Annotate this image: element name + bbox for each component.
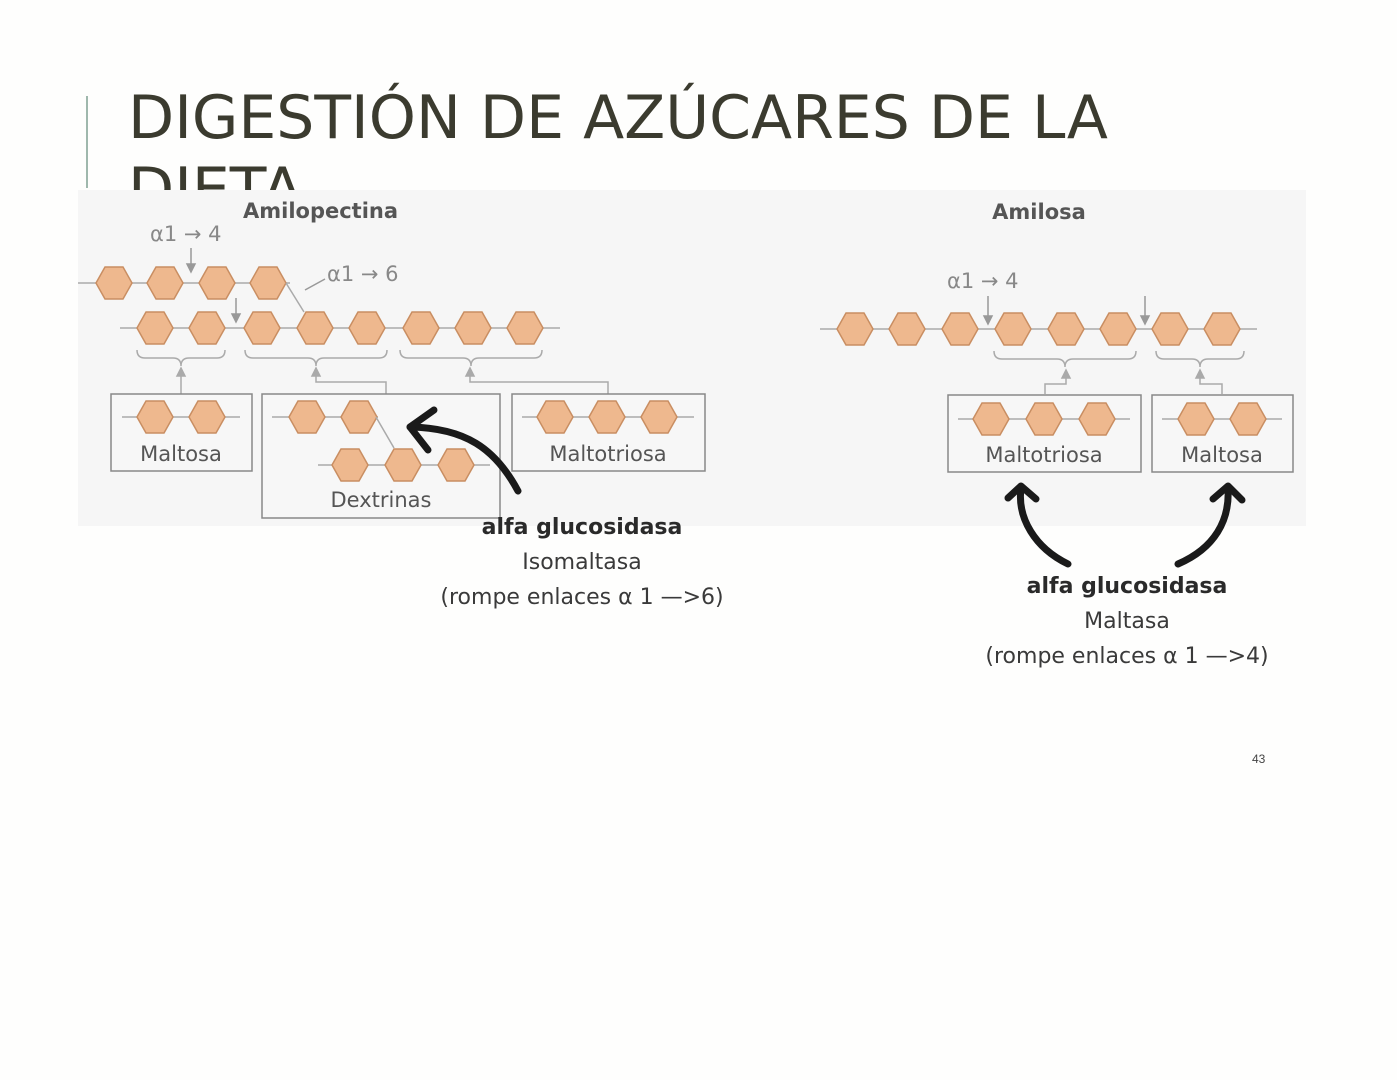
maltasa-caption: alfa glucosidasa Maltasa (rompe enlaces …	[957, 569, 1297, 674]
right-maltotriosa-label: Maltotriosa	[985, 443, 1102, 467]
slide-title: DIGESTIÓN DE AZÚCARES DE LA DIETA	[128, 83, 1108, 190]
isomaltasa-detail: (rompe enlaces α 1 —>6)	[440, 585, 724, 610]
dextrinas-label: Dextrinas	[331, 488, 432, 512]
maltasa-arrow-left	[1004, 482, 1072, 568]
amilopectina-main-chain	[120, 311, 560, 345]
maltasa-arrow-right	[1174, 482, 1246, 568]
left-maltotriosa-label: Maltotriosa	[549, 442, 666, 466]
left-braces	[136, 349, 543, 367]
isomaltasa-arrow	[406, 406, 522, 495]
amilosa-chain	[820, 312, 1257, 346]
right-bond-label-1-4: α1 → 4	[947, 269, 1019, 293]
left-enzyme-label: alfa glucosidasa	[481, 515, 683, 540]
amilosa-title: Amilosa	[992, 200, 1086, 224]
isomaltasa-caption: alfa glucosidasa Isomaltasa (rompe enlac…	[412, 510, 752, 615]
maltasa-detail: (rompe enlaces α 1 —>4)	[985, 644, 1269, 669]
bond-label-1-6: α1 → 6	[327, 262, 399, 286]
left-bond-label-1-4: α1 → 4	[150, 222, 222, 246]
right-enzyme-label: alfa glucosidasa	[1026, 574, 1228, 599]
left-maltosa-box: Maltosa	[110, 393, 253, 472]
amilopectina-title: Amilopectina	[243, 199, 398, 223]
right-maltotriosa-box: Maltotriosa	[947, 394, 1142, 473]
right-maltosa-label: Maltosa	[1181, 443, 1263, 467]
isomaltasa-label: Isomaltasa	[522, 550, 642, 575]
right-cleavage-arrows	[982, 296, 1151, 326]
maltasa-label: Maltasa	[1084, 609, 1170, 634]
dextrinas-box: Dextrinas	[261, 393, 501, 519]
left-product-arrows	[175, 366, 609, 394]
left-cleavage-arrows	[185, 248, 242, 324]
right-product-arrows	[1044, 368, 1223, 394]
left-maltotriosa-box: Maltotriosa	[511, 393, 706, 472]
page-number: 43	[1252, 752, 1266, 766]
amilopectina-branch-chain	[78, 266, 326, 313]
left-maltosa-label: Maltosa	[140, 442, 222, 466]
right-braces	[993, 350, 1245, 368]
title-accent-bar	[86, 96, 88, 188]
right-maltosa-box: Maltosa	[1151, 394, 1294, 473]
title-area: DIGESTIÓN DE AZÚCARES DE LA DIETA	[128, 82, 1228, 190]
